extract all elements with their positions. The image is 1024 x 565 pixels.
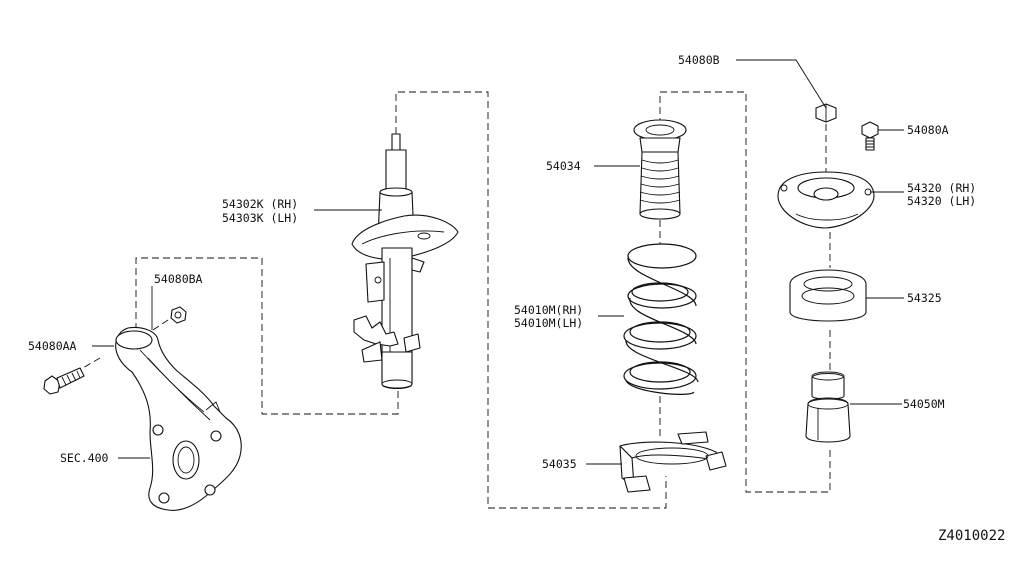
assembly-guide-lines bbox=[75, 91, 831, 509]
bolt-54080A bbox=[861, 121, 879, 151]
label-54302K-rh: 54302K (RH) bbox=[222, 197, 298, 211]
part-labels: 54080B 54080A 54320 (RH) 54320 (LH) 5432… bbox=[28, 53, 1005, 544]
label-54010M-lh: 54010M(LH) bbox=[514, 316, 583, 330]
spring-seat-54035 bbox=[619, 431, 727, 493]
strut-assembly bbox=[351, 133, 459, 390]
bolt-54080AA bbox=[43, 367, 85, 395]
label-sec-400: SEC.400 bbox=[60, 451, 109, 465]
nut-54080BA bbox=[170, 306, 187, 324]
nut-54080B bbox=[815, 103, 837, 123]
steering-knuckle bbox=[115, 326, 242, 511]
coil-spring-54010M bbox=[623, 243, 699, 395]
label-54080BA: 54080BA bbox=[154, 272, 203, 286]
bound-bumper-54050M bbox=[805, 371, 851, 443]
label-54034: 54034 bbox=[546, 159, 581, 173]
strut-boot-54034 bbox=[633, 119, 687, 220]
label-54303K-lh: 54303K (LH) bbox=[222, 211, 298, 225]
label-54320-rh: 54320 (RH) bbox=[907, 181, 976, 195]
label-54320-lh: 54320 (LH) bbox=[907, 194, 976, 208]
diagram-code: Z4010022 bbox=[938, 528, 1005, 544]
label-54080AA: 54080AA bbox=[28, 339, 77, 353]
label-54080B: 54080B bbox=[678, 53, 720, 67]
strut-mount-54320 bbox=[777, 171, 875, 229]
bearing-54325 bbox=[789, 269, 867, 322]
label-54050M: 54050M bbox=[903, 397, 945, 411]
label-54325: 54325 bbox=[907, 291, 942, 305]
label-54035: 54035 bbox=[542, 457, 577, 471]
label-54010M-rh: 54010M(RH) bbox=[514, 303, 583, 317]
leader-lines bbox=[92, 59, 904, 465]
label-54080A: 54080A bbox=[907, 123, 949, 137]
